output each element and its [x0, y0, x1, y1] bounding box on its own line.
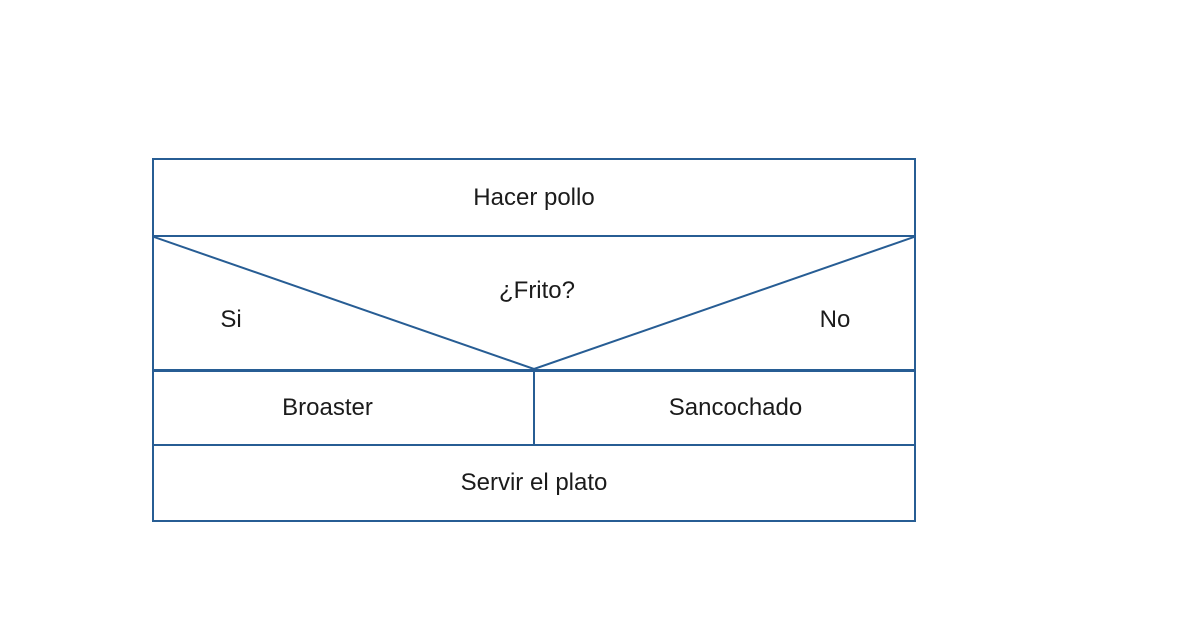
process-title-row: Hacer pollo	[154, 160, 914, 237]
decision-question: ¿Frito?	[498, 277, 576, 304]
branch-yes-label: Broaster	[282, 394, 373, 421]
decision-no-label: No	[819, 306, 851, 333]
decision-diagonal-right	[533, 237, 914, 369]
branch-yes-cell: Broaster	[154, 372, 535, 444]
decision-section: ¿Frito? Si No	[154, 237, 914, 372]
branch-no-label: Sancochado	[668, 394, 803, 421]
final-step-label: Servir el plato	[460, 469, 608, 496]
final-step-row: Servir el plato	[154, 446, 914, 520]
nassi-shneiderman-diagram: Hacer pollo ¿Frito? Si No Broaster Sanco…	[152, 158, 916, 522]
branch-section: Broaster Sancochado	[154, 372, 914, 446]
process-title: Hacer pollo	[473, 183, 595, 211]
decision-yes-label: Si	[220, 306, 242, 333]
decision-diagonal-left	[154, 237, 535, 369]
branch-no-cell: Sancochado	[535, 372, 914, 444]
decision-triangle	[154, 237, 914, 369]
